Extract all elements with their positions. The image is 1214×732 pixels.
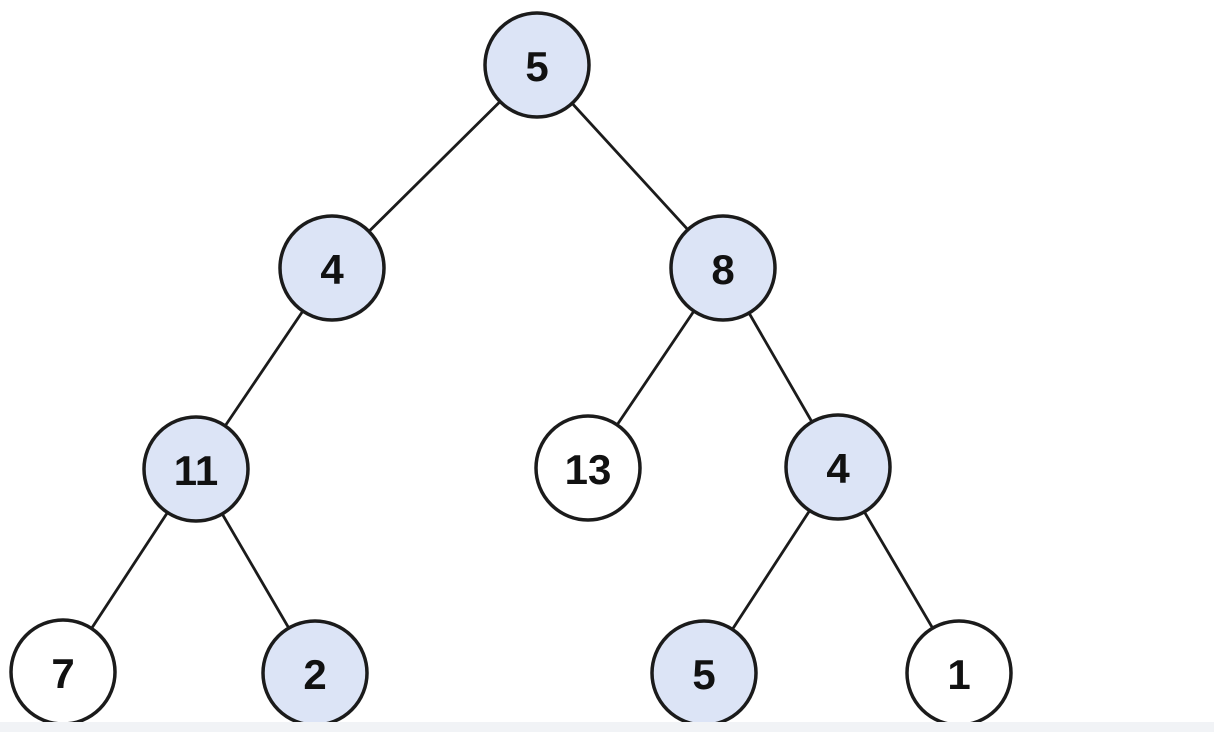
tree-node-circle-highlighted (784, 413, 892, 521)
tree-node-value: 2 (303, 651, 326, 698)
tree-node-value: 5 (692, 651, 715, 698)
tree-node-circle-highlighted (669, 214, 777, 322)
tree-node-r: 8 (669, 214, 777, 322)
tree-node-rrl: 5 (650, 619, 758, 727)
tree-node-lll: 7 (9, 618, 117, 726)
bottom-edge-strip (0, 722, 1214, 732)
tree-node-value: 1 (947, 651, 970, 698)
tree-node-llr: 2 (261, 619, 369, 727)
tree-node-ll: 11 (142, 415, 250, 523)
tree-node-circle-highlighted (278, 214, 386, 322)
tree-node-value: 13 (565, 446, 612, 493)
tree-node-value: 4 (320, 246, 344, 293)
tree-node-circle (534, 414, 642, 522)
tree-node-rl: 13 (534, 414, 642, 522)
tree-node-root: 5 (483, 11, 591, 119)
tree-node-circle-highlighted (483, 11, 591, 119)
tree-node-value: 8 (711, 246, 734, 293)
tree-node-value: 7 (51, 650, 74, 697)
tree-node-value: 4 (826, 445, 850, 492)
tree-node-circle-highlighted (142, 415, 250, 523)
tree-node-rr: 4 (784, 413, 892, 521)
tree-node-value: 5 (525, 43, 548, 90)
tree-node-l: 4 (278, 214, 386, 322)
tree-node-rrr: 1 (905, 619, 1013, 727)
tree-node-value: 11 (174, 447, 218, 494)
